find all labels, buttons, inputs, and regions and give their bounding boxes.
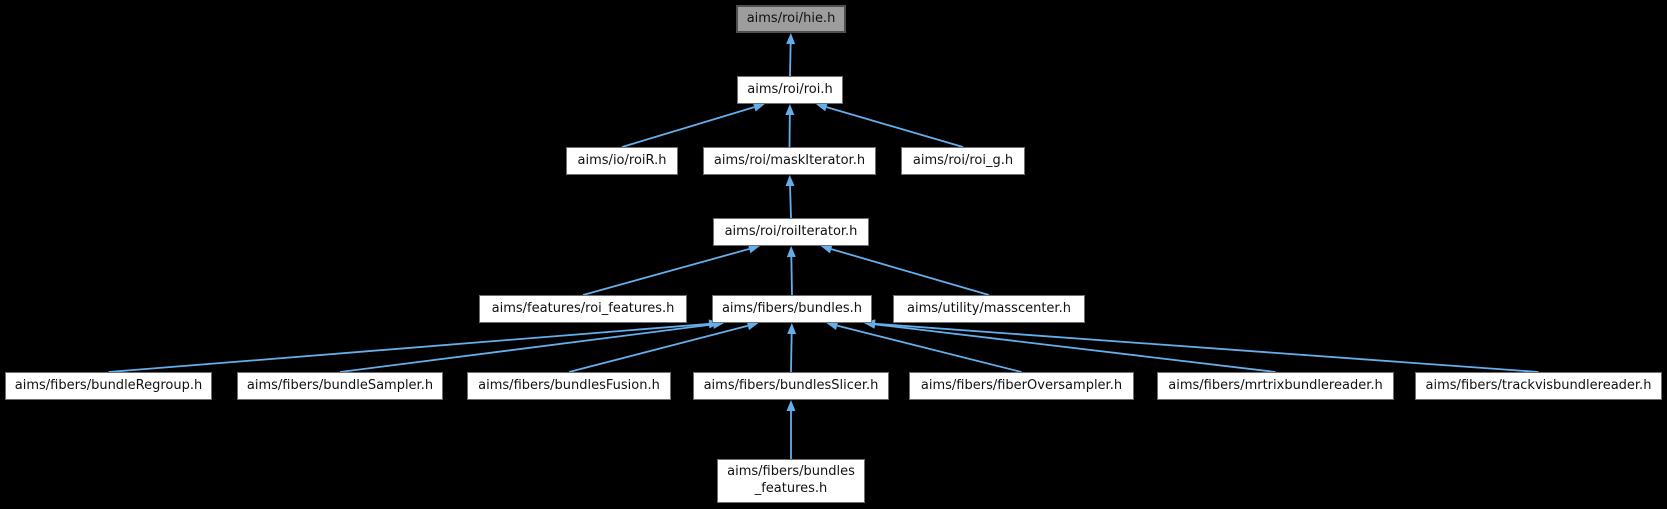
edge-bundleRegroup-to-bundles xyxy=(108,319,720,373)
edge-roi_g-to-roi xyxy=(815,102,964,148)
edge-bundlesFusion-to-bundles xyxy=(568,321,759,373)
graph-node-roi_features[interactable]: aims/features/roi_features.h xyxy=(479,295,687,323)
graph-node-label: aims/fibers/trackvisbundlereader.h xyxy=(1425,377,1652,393)
arrowhead-icon xyxy=(826,321,839,331)
arrowhead-icon xyxy=(820,244,833,254)
arrowhead-icon xyxy=(815,102,828,112)
arrowhead-icon xyxy=(785,175,795,187)
edge-roiIterator-to-maskIterator xyxy=(785,175,795,219)
graph-node-bundleRegroup[interactable]: aims/fibers/bundleRegroup.h xyxy=(5,372,212,400)
arrowhead-icon xyxy=(752,102,765,112)
arrowhead-icon xyxy=(787,323,797,335)
graph-node-label: aims/roi/roi.h xyxy=(747,81,833,97)
graph-node-bundlesFusion[interactable]: aims/fibers/bundlesFusion.h xyxy=(467,372,671,400)
graph-node-mrtrixbundlereader[interactable]: aims/fibers/mrtrixbundlereader.h xyxy=(1157,372,1394,400)
graph-node-hie: aims/roi/hie.h xyxy=(736,5,846,33)
graph-node-bundleSampler[interactable]: aims/fibers/bundleSampler.h xyxy=(237,372,443,400)
arrowhead-icon xyxy=(786,246,796,258)
edge-roi-to-hie xyxy=(786,33,796,77)
graph-node-roi_g[interactable]: aims/roi/roi_g.h xyxy=(901,147,1025,175)
graph-node-label: aims/fibers/bundleSampler.h xyxy=(246,377,434,393)
graph-node-label: aims/fibers/fiberOversampler.h xyxy=(920,377,1123,393)
graph-node-roi[interactable]: aims/roi/roi.h xyxy=(737,76,843,104)
edge-bundles_features-to-bundlesSlicer xyxy=(786,400,796,459)
edge-fiberOversampler-to-bundles xyxy=(826,321,1022,373)
graph-node-label: aims/fibers/bundleRegroup.h xyxy=(14,377,203,393)
graph-node-label: aims/fibers/mrtrixbundlereader.h xyxy=(1168,377,1383,393)
arrowhead-icon xyxy=(746,321,759,331)
graph-node-label: aims/fibers/bundlesFusion.h xyxy=(478,377,660,393)
graph-node-label: aims/fibers/bundlesSlicer.h xyxy=(703,377,879,393)
graph-node-label: aims/roi/roiIterator.h xyxy=(724,223,858,239)
edge-bundles-to-roiIterator xyxy=(786,246,796,296)
edge-bundlesSlicer-to-bundles xyxy=(787,323,797,373)
graph-node-bundles_features[interactable]: aims/fibers/bundles _features.h xyxy=(717,459,865,503)
graph-node-roiR[interactable]: aims/io/roiR.h xyxy=(566,147,678,175)
graph-node-roiIterator[interactable]: aims/roi/roiIterator.h xyxy=(713,218,869,246)
graph-node-fiberOversampler[interactable]: aims/fibers/fiberOversampler.h xyxy=(909,372,1134,400)
edge-roi_features-to-roiIterator xyxy=(582,244,760,296)
graph-node-label: aims/fibers/bundles _features.h xyxy=(727,464,855,496)
graph-node-label: aims/features/roi_features.h xyxy=(491,300,675,316)
graph-node-bundles[interactable]: aims/fibers/bundles.h xyxy=(712,295,872,323)
graph-node-trackvisbundlereader[interactable]: aims/fibers/trackvisbundlereader.h xyxy=(1415,372,1662,400)
graph-node-label: aims/roi/hie.h xyxy=(746,10,836,26)
graph-node-label: aims/fibers/bundles.h xyxy=(721,300,863,316)
graph-node-label: aims/utility/masscenter.h xyxy=(907,300,1071,316)
arrowhead-icon xyxy=(786,33,796,45)
graph-node-label: aims/io/roiR.h xyxy=(577,152,667,168)
arrowhead-icon xyxy=(786,400,796,411)
graph-node-label: aims/roi/roi_g.h xyxy=(912,152,1014,168)
arrowhead-icon xyxy=(785,104,795,116)
graph-node-maskIterator[interactable]: aims/roi/maskIterator.h xyxy=(703,147,876,175)
arrowhead-icon xyxy=(864,319,876,329)
edge-trackvisbundlereader-to-bundles xyxy=(864,319,1539,373)
graph-node-bundlesSlicer[interactable]: aims/fibers/bundlesSlicer.h xyxy=(693,372,889,400)
edge-masscenter-to-roiIterator xyxy=(820,244,990,296)
arrowhead-icon xyxy=(747,244,760,254)
graph-node-label: aims/roi/maskIterator.h xyxy=(713,152,866,168)
graph-node-masscenter[interactable]: aims/utility/masscenter.h xyxy=(893,295,1085,323)
edge-roiR-to-roi xyxy=(621,102,765,148)
edge-maskIterator-to-roi xyxy=(785,104,795,148)
